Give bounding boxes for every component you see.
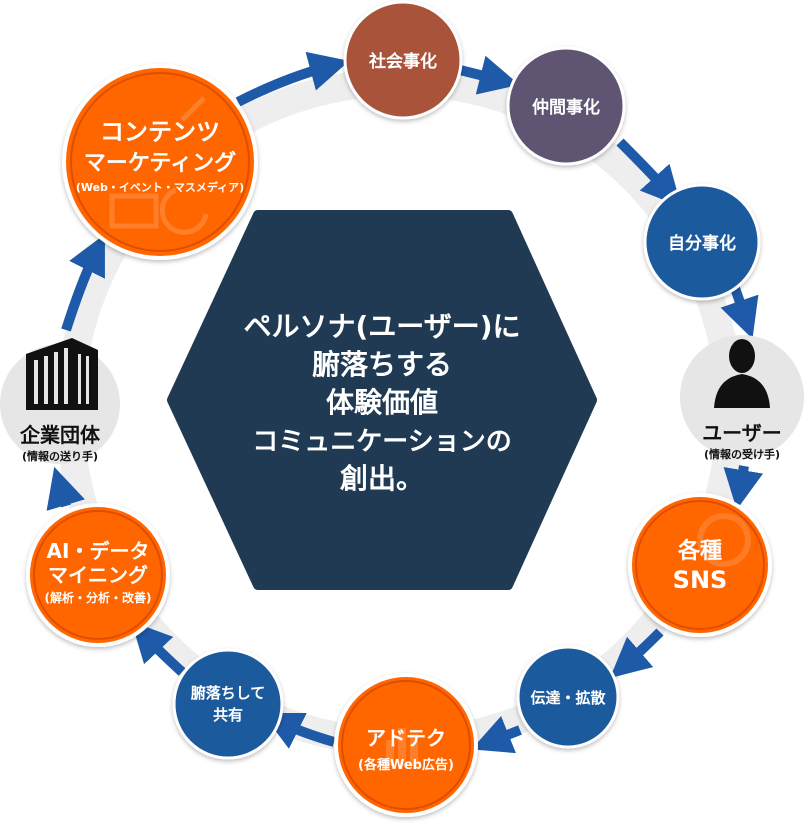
cycle-arrows [46,51,764,754]
node-share: 腑落ちして 共有 [172,648,284,760]
adtech-line2: (各種Web広告) [358,757,454,773]
adtech-line1: アドテク [366,726,446,750]
user-sub: (情報の受け手) [704,447,780,461]
node-self: 自分事化 [643,183,761,301]
sns-line1: 各種 [677,538,722,564]
sns-watermark-icon [697,513,751,567]
ai-line3: (解析・分析・改善) [45,590,152,605]
center-line-1: ペルソナ(ユーザー)に [243,310,520,343]
arrow-self-to-user [720,286,759,339]
marketing-watermark-icon [109,96,209,235]
arrow-share-to-ai [131,621,186,676]
arrow-spread-to-adtech [471,716,522,754]
node-sns: 各種 SNS [628,493,772,637]
ai-line2: マイニング [48,563,148,587]
ai-line1: AI・データ [47,539,150,563]
self-label: 自分事化 [668,233,736,254]
node-spread: 伝達・拡散 [516,645,620,749]
node-user: ユーザー (情報の受け手) [680,335,804,461]
node-content: コンテンツ マーケティング (Web・イベント・マスメディア) [62,64,258,260]
social-label: 社会事化 [368,51,437,72]
node-social: 社会事化 [343,0,463,120]
arrow-social-to-peer [458,55,520,95]
arrow-peer-to-self [616,138,682,207]
node-peer: 仲間事化 [506,46,626,166]
content-line2: マーケティング [84,150,236,176]
center-line-5: 創出。 [340,462,424,495]
share-line1: 腑落ちして [191,684,266,702]
arrow-ai-to-corp [46,466,85,511]
bar-chart-watermark-icon [386,728,418,766]
content-line3: (Web・イベント・マスメディア) [76,180,244,194]
arrow-adtech-to-share [262,713,336,749]
peer-label: 仲間事化 [532,97,600,118]
share-line2: 共有 [213,706,243,724]
spread-label: 伝達・拡散 [530,689,606,707]
user-label: ユーザー [702,421,782,445]
center-line-3: 体験価値 [326,386,438,419]
center-line-2: 腑落ちする [312,348,452,381]
node-corp: 企業団体 (情報の送り手) [0,338,120,464]
arrow-sns-to-spread [609,628,664,679]
center-line-4: コミュニケーションの [252,427,511,457]
center-hexagon: ペルソナ(ユーザー)に 腑落ちする 体験価値 コミュニケーションの 創出。 [167,210,597,590]
arrow-content-to-social [235,51,350,107]
sns-line2: SNS [673,566,728,594]
content-line1: コンテンツ [100,118,220,146]
person-icon [714,339,770,408]
building-icon [26,338,98,410]
node-ai: AI・データ マイニング (解析・分析・改善) [26,503,170,647]
node-adtech: アドテク (各種Web広告) [334,673,478,817]
arrow-corp-to-content [61,234,105,332]
corp-label: 企業団体 [19,423,101,447]
corp-sub: (情報の送り手) [22,449,98,463]
arrow-user-to-sns [723,465,764,510]
